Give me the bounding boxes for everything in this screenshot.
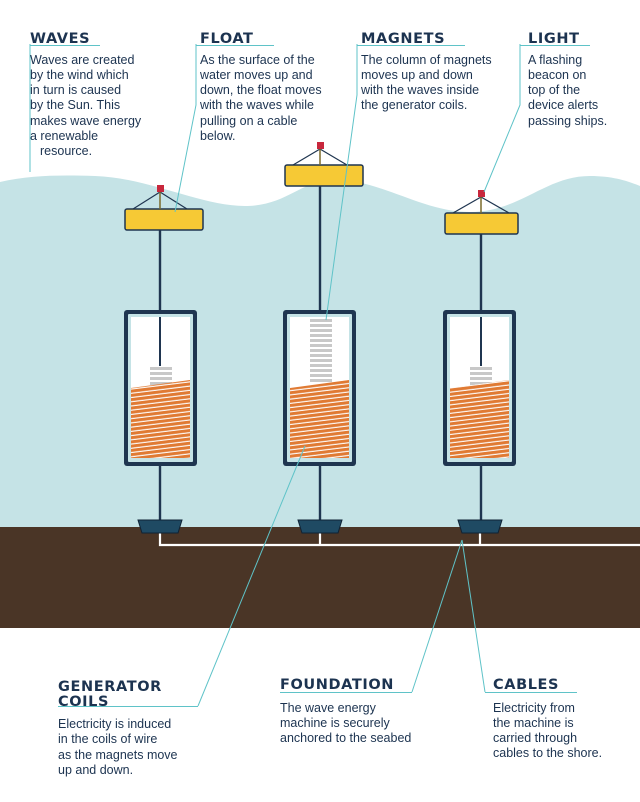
cables-text: Electricity from the machine is carried … xyxy=(493,700,603,761)
float-2 xyxy=(284,164,364,187)
beacon-light-2 xyxy=(317,142,324,149)
beacon-light-3 xyxy=(478,190,485,197)
float-3 xyxy=(444,212,519,235)
wave-device-3 xyxy=(443,190,519,534)
light-title: LIGHT xyxy=(528,31,580,47)
label-generator-coils: GENERATOR COILS Electricity is induced i… xyxy=(58,680,228,778)
wave-device-1 xyxy=(124,185,204,534)
label-foundation: FOUNDATION The wave energy machine is se… xyxy=(280,678,440,746)
leader-lines xyxy=(29,44,521,707)
foundation-1 xyxy=(137,519,183,534)
float-1 xyxy=(124,208,204,231)
beacon-mast-1 xyxy=(132,191,188,210)
generator-coil-1 xyxy=(131,380,190,458)
waves-title: WAVES xyxy=(30,31,91,47)
foundation-title: FOUNDATION xyxy=(280,677,395,693)
label-waves: WAVES Waves are created by the wind whic… xyxy=(30,32,190,159)
magnet-column-2 xyxy=(310,319,332,382)
float-text: As the surface of the water moves up and… xyxy=(200,52,322,143)
foundation-text: The wave energy machine is securely anch… xyxy=(280,700,412,746)
float-title: FLOAT xyxy=(200,31,254,47)
label-magnets: MAGNETS The column of magnets moves up a… xyxy=(357,32,517,114)
magnets-title: MAGNETS xyxy=(361,31,446,47)
foundation-3 xyxy=(457,519,503,534)
label-float: FLOAT As the surface of the water moves … xyxy=(196,32,346,144)
cables-title: CABLES xyxy=(493,677,560,693)
wave-device-2 xyxy=(283,142,364,534)
waves-text: Waves are created by the wind which in t… xyxy=(30,52,142,159)
label-light: LIGHT A flashing beacon on top of the de… xyxy=(520,32,638,129)
foundation-2 xyxy=(297,519,343,534)
generator-coils-title: GENERATOR COILS xyxy=(58,679,162,710)
magnets-text: The column of magnets moves up and down … xyxy=(361,52,492,113)
generator-coil-3 xyxy=(450,380,509,458)
beacon-light-1 xyxy=(157,185,164,192)
light-text: A flashing beacon on top of the device a… xyxy=(528,52,608,128)
label-cables: CABLES Electricity from the machine is c… xyxy=(485,678,635,762)
generator-coil-2 xyxy=(290,380,349,458)
generator-coils-text: Electricity is induced in the coils of w… xyxy=(58,717,178,777)
